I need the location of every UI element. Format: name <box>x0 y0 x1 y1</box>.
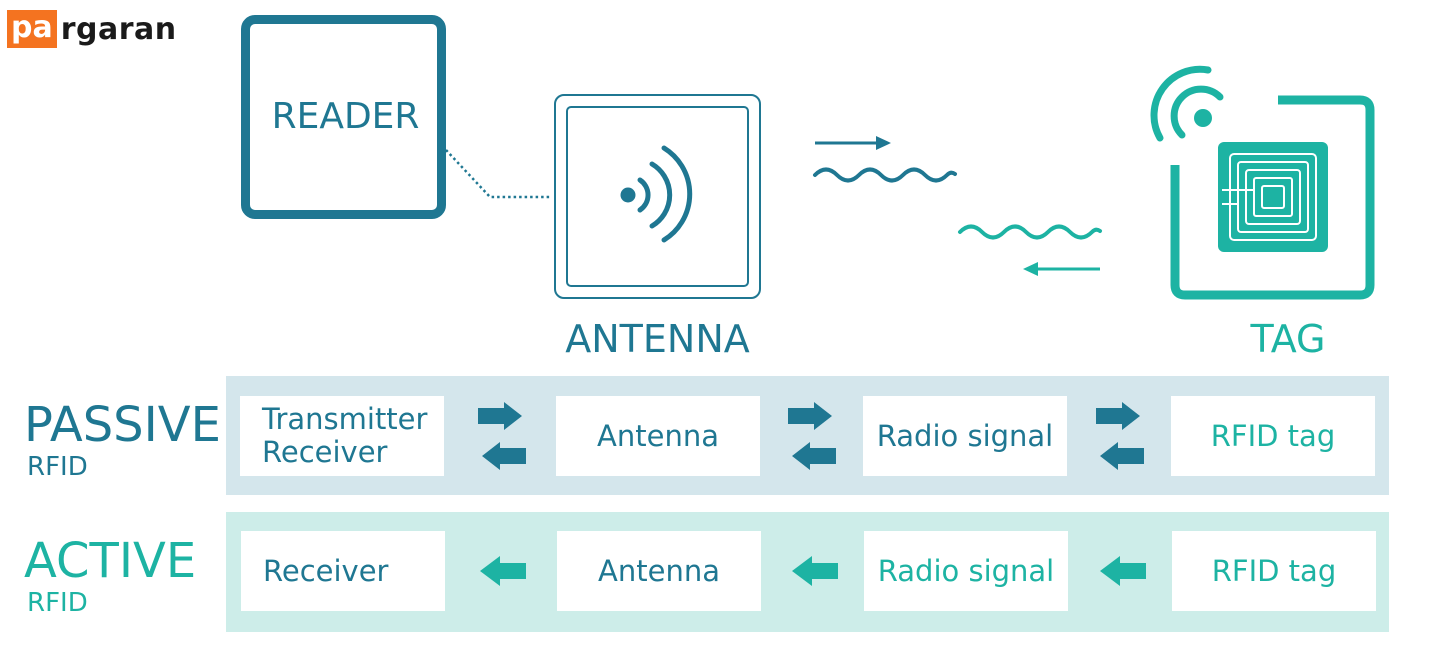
logo-text: rgaran <box>60 11 177 47</box>
active-title: ACTIVE <box>24 533 197 589</box>
antenna-label: ANTENNA <box>565 317 750 361</box>
active-cell-label: Receiver <box>263 553 389 588</box>
arrow-left-icon <box>480 556 526 586</box>
active-cell-label: RFID tag <box>1211 553 1337 588</box>
passive-cell-label: RFID tag <box>1210 418 1336 453</box>
reader-label: READER <box>271 96 420 137</box>
passive-cell-rfid-tag: RFID tag <box>1171 396 1375 476</box>
active-subtitle: RFID <box>27 588 88 618</box>
logo-mark: pa <box>7 10 57 48</box>
passive-cell-transceiver: Transmitter Receiver <box>240 396 444 476</box>
broadcast-signal-icon <box>620 145 693 243</box>
reader-antenna-connector <box>445 149 552 199</box>
outgoing-signal-arrow <box>815 136 891 150</box>
passive-cell-antenna: Antenna <box>556 396 760 476</box>
passive-cell-line1: Transmitter <box>262 402 428 436</box>
passive-arrows-3 <box>1096 402 1144 470</box>
arrow-left-icon <box>792 556 838 586</box>
antenna-inner-frame <box>566 106 749 287</box>
passive-cell-label: Radio signal <box>876 418 1054 453</box>
arrow-left-icon <box>792 442 836 470</box>
active-arrow-2 <box>792 556 838 586</box>
arrow-left-icon <box>1100 442 1144 470</box>
active-cell-rfid-tag: RFID tag <box>1172 531 1376 611</box>
rfid-chip-icon <box>1218 142 1328 252</box>
arrow-right-icon <box>1096 402 1140 430</box>
passive-cell-line2: Receiver <box>262 435 388 469</box>
tag-label: TAG <box>1250 317 1326 361</box>
reader-box <box>241 15 446 219</box>
wifi-signal-icon <box>1150 65 1224 142</box>
active-arrow-1 <box>480 556 526 586</box>
passive-subtitle: RFID <box>27 452 88 482</box>
active-cell-label: Antenna <box>598 553 720 588</box>
passive-arrows-2 <box>788 402 836 470</box>
brand-logo: pa rgaran <box>7 10 177 48</box>
active-cell-antenna: Antenna <box>557 531 761 611</box>
active-cell-label: Radio signal <box>877 553 1055 588</box>
active-cell-receiver: Receiver <box>241 531 445 611</box>
passive-cell-radio-signal: Radio signal <box>863 396 1067 476</box>
tag-frame <box>1170 95 1375 300</box>
passive-cell-label: Antenna <box>597 418 719 453</box>
passive-arrows-1 <box>478 402 526 470</box>
arrow-left-icon <box>482 442 526 470</box>
outgoing-wave <box>813 167 957 183</box>
diagram-graphics <box>445 65 1375 300</box>
arrow-left-icon <box>1100 556 1146 586</box>
incoming-signal-arrow <box>1023 262 1100 276</box>
antenna-outer-frame <box>554 94 761 299</box>
arrow-right-icon <box>478 402 522 430</box>
active-cell-radio-signal: Radio signal <box>864 531 1068 611</box>
active-arrow-3 <box>1100 556 1146 586</box>
passive-title: PASSIVE <box>24 397 221 453</box>
incoming-wave <box>958 224 1102 240</box>
arrow-right-icon <box>788 402 832 430</box>
